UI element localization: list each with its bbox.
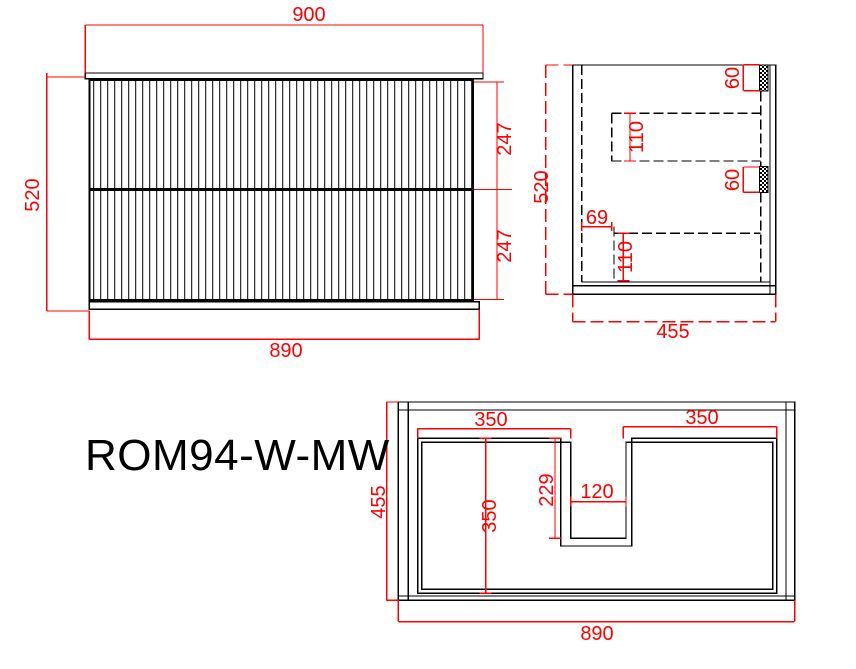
side-mount-rail-mid	[758, 166, 769, 193]
dim-front-overall-height: 520	[22, 178, 44, 212]
dim-plan-drawer-depth: 350	[479, 499, 501, 533]
dim-plan-left-drawer-width: 350	[474, 409, 508, 431]
plan-view	[397, 401, 796, 601]
side-view-dimensions	[545, 64, 777, 323]
dim-side-mid-rail-height: 60	[722, 168, 744, 192]
front-bottom-panel	[88, 301, 480, 310]
plan-view-dimensions	[386, 401, 796, 623]
plan-drawer-box-inner	[421, 441, 774, 590]
side-carcass-outline	[572, 64, 777, 295]
front-view-dimensions	[46, 24, 512, 340]
dim-side-overall-height: 520	[531, 170, 553, 204]
side-mount-rail-top	[758, 64, 769, 92]
dim-front-top-drawer-height: 247	[494, 122, 516, 156]
dim-side-overall-depth: 455	[656, 321, 690, 343]
dim-side-top-drawer-clearance: 110	[626, 121, 648, 153]
dim-side-bottom-drawer-clearance: 110	[615, 241, 637, 273]
dim-plan-notch-depth: 229	[536, 473, 558, 507]
dim-side-top-rail-height: 60	[722, 66, 744, 90]
dim-plan-notch-width: 120	[580, 481, 614, 503]
dim-plan-overall-width: 890	[580, 623, 614, 645]
front-view	[84, 72, 484, 310]
dim-plan-right-drawer-width: 350	[685, 407, 719, 429]
side-view	[572, 64, 777, 295]
dim-front-carcass-width: 890	[269, 340, 303, 362]
dim-front-bottom-drawer-height: 247	[494, 229, 516, 263]
plan-carcass-outline	[397, 401, 796, 601]
side-hidden-lines	[581, 65, 762, 282]
dim-side-drawer-back-offset: 69	[585, 207, 609, 229]
plan-drawer-box-outer	[417, 437, 778, 594]
model-number-label: ROM94-W-MW	[85, 431, 390, 480]
front-countertop	[84, 72, 484, 80]
dim-front-overall-width: 900	[292, 4, 326, 26]
dim-plan-overall-depth: 455	[368, 485, 390, 519]
